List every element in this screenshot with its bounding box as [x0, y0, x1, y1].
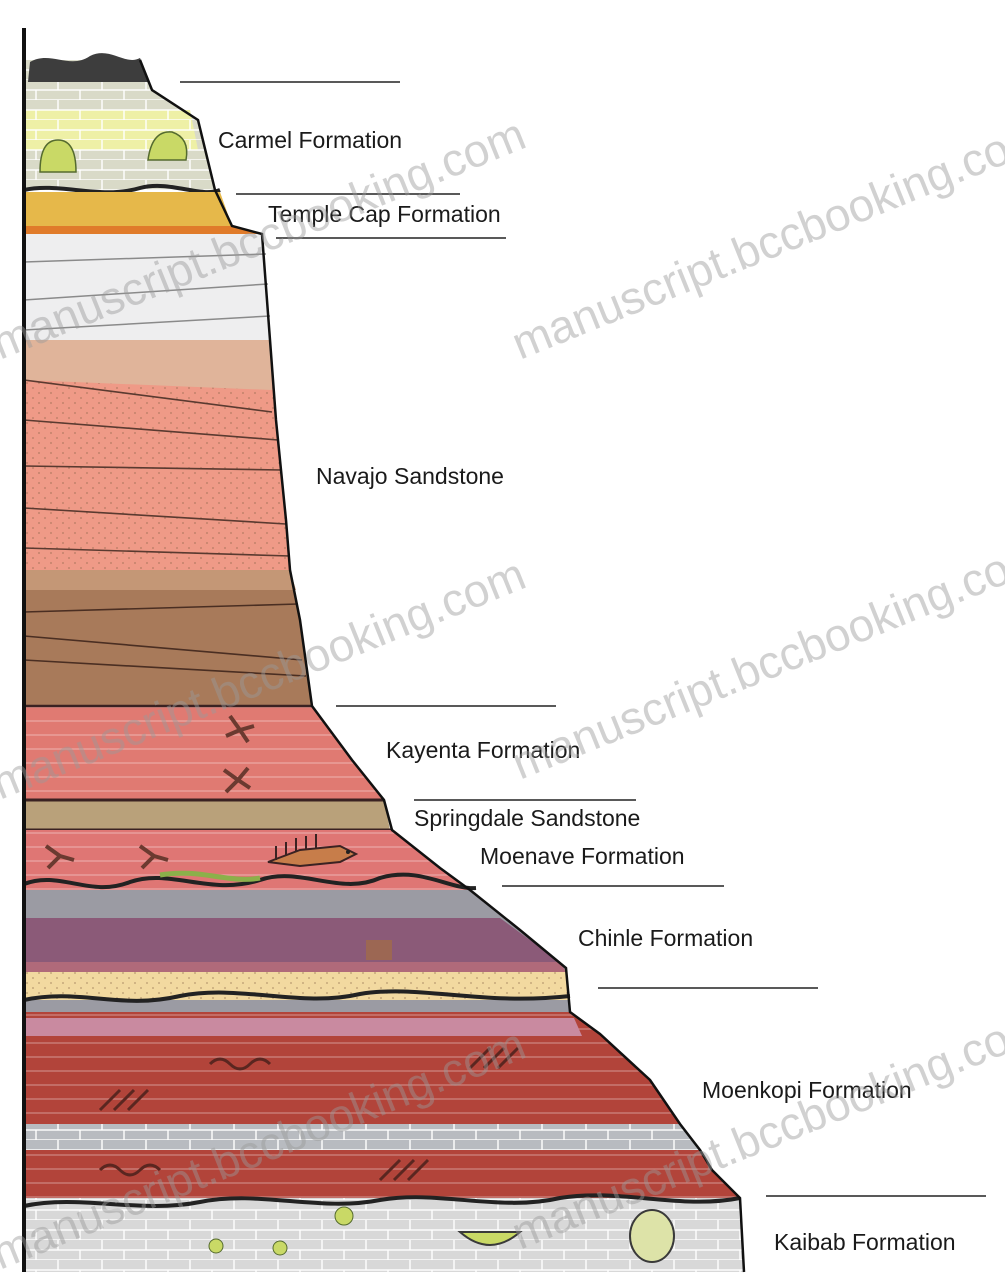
fossil-crinoid-icon — [273, 1241, 287, 1255]
watermark-text: manuscript.bccbooking.com — [504, 107, 1005, 369]
layer-navajo-middle — [24, 340, 290, 570]
fossil-crinoid-icon — [209, 1239, 223, 1253]
layer-carmel — [24, 53, 220, 192]
watermark-text: manuscript.bccbooking.com — [504, 527, 1005, 789]
fossil-coral-icon — [630, 1210, 674, 1262]
layer-springdale — [24, 800, 392, 830]
fossil-crinoid-icon — [335, 1207, 353, 1225]
layer-chinle — [24, 890, 570, 1012]
label-moenave-formation: Moenave Formation — [480, 843, 685, 869]
label-carmel-formation: Carmel Formation — [218, 127, 402, 153]
label-chinle-formation: Chinle Formation — [578, 925, 753, 951]
label-springdale-sandstone: Springdale Sandstone — [414, 805, 640, 831]
label-navajo-sandstone: Navajo Sandstone — [316, 463, 504, 489]
label-kaibab-formation: Kaibab Formation — [774, 1229, 956, 1255]
layer-moenave — [24, 830, 476, 890]
